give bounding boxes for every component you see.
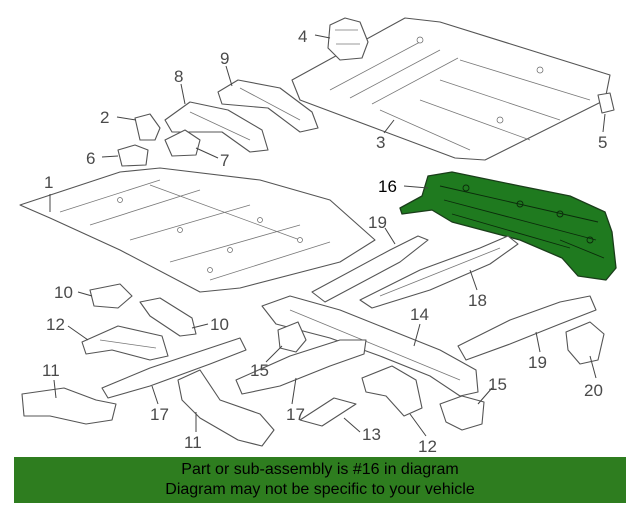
callout-19-lower: 19	[528, 353, 547, 372]
part-14-main-rail	[261, 295, 479, 397]
callout-10-lower: 10	[210, 315, 229, 334]
callout-19-upper: 19	[368, 213, 387, 232]
callout-7: 7	[220, 151, 229, 170]
part-16-rear-crossmember	[399, 171, 617, 281]
part-12-right-bracket	[361, 365, 423, 417]
callout-10-upper: 10	[54, 283, 73, 302]
callout-14: 14	[410, 305, 429, 324]
info-banner: Part or sub-assembly is #16 in diagram D…	[14, 457, 626, 503]
part-10-lower-bracket	[139, 297, 197, 337]
callout-13: 13	[362, 425, 381, 444]
part-11-right-rail	[177, 369, 275, 447]
callout-17-left: 17	[150, 405, 169, 424]
callout-12-right: 12	[418, 437, 437, 455]
callout-18: 18	[468, 291, 487, 310]
part-12-left-rail	[81, 325, 169, 361]
parts-diagram: 1 2 3 4 5 6 7 8 9 10 10 11 11 12 12 13 1…	[19, 17, 617, 455]
part-20-bracket	[565, 321, 605, 365]
callout-1: 1	[44, 173, 53, 192]
callout-15-left: 15	[250, 361, 269, 380]
leader-lines	[49, 34, 606, 437]
callout-3: 3	[376, 133, 385, 152]
callout-12-left: 12	[46, 315, 65, 334]
part-19-lower-rail	[457, 295, 597, 361]
part-19-upper-rail	[311, 235, 429, 303]
part-4-bracket	[327, 17, 369, 61]
callout-11-left: 11	[42, 361, 60, 380]
callout-4: 4	[298, 27, 307, 46]
callout-11-right: 11	[184, 433, 202, 452]
part-5-plug	[597, 92, 615, 114]
callout-labels: 1 2 3 4 5 6 7 8 9 10 10 11 11 12 12 13 1…	[42, 27, 607, 455]
part-7-bracket	[164, 129, 201, 157]
callout-6: 6	[86, 149, 95, 168]
banner-line-2: Diagram may not be specific to your vehi…	[165, 481, 475, 498]
callout-16: 16	[378, 177, 397, 196]
part-2-bracket	[134, 113, 161, 141]
part-10-upper-bracket	[89, 283, 133, 309]
part-13-plate	[299, 397, 357, 427]
part-1-front-floor-pan	[19, 167, 376, 293]
callout-9: 9	[220, 49, 229, 68]
part-11-left-rail	[21, 387, 117, 425]
callout-8: 8	[174, 67, 183, 86]
part-15-right-bracket	[439, 395, 485, 431]
part-17-right-rail	[235, 339, 367, 395]
callout-20: 20	[584, 381, 603, 400]
part-15-left-bracket	[277, 321, 307, 353]
part-9-crossmember	[217, 79, 319, 133]
callout-15-right: 15	[488, 375, 507, 394]
callout-5: 5	[598, 133, 607, 152]
callout-2: 2	[100, 108, 109, 127]
banner-line-1: Part or sub-assembly is #16 in diagram	[181, 461, 459, 478]
part-18-rail	[359, 235, 519, 309]
part-17-left-rail	[101, 337, 247, 399]
part-6-bracket	[117, 144, 149, 167]
callout-17-right: 17	[286, 405, 305, 424]
